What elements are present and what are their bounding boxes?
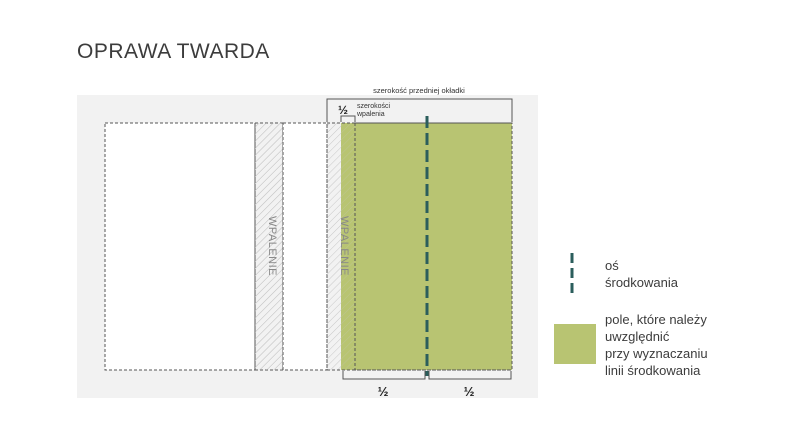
field-swatch-icon [554,324,596,364]
hinge-right-label: WPALENIE [338,216,350,276]
legend-axis-line1: oś [605,258,619,273]
bottom-half-right-label: ½ [464,384,475,399]
front-cover-width-label: szerokość przedniej okładki [373,86,465,95]
legend-axis-line2: środkowania [605,275,678,290]
spine [282,122,328,371]
half-fraction-label: ½ [338,103,348,117]
bottom-half-right-bracket [428,371,512,380]
legend-field-line1: pole, które należy [605,312,707,327]
burn-width-label-line1: szerokości [357,103,391,110]
legend-field-line4: linii środkowania [605,363,701,378]
half-burn-bracket [340,115,356,122]
bottom-half-left-label: ½ [378,384,389,399]
legend-field-line3: przy wyznaczaniu [605,346,708,361]
page-title: OPRAWA TWARDA [77,40,270,63]
burn-width-label-line2: wpalenia [356,111,385,118]
bottom-half-left-bracket [342,371,426,380]
legend-field-text: pole, które należy uwzględnić przy wyzna… [605,311,708,379]
legend-field-line2: uwzględnić [605,329,670,344]
back-cover [104,122,256,371]
legend-axis-text: oś środkowania [605,257,678,291]
hinge-left-label: WPALENIE [266,216,278,276]
front-cover-width-bracket [326,98,513,122]
